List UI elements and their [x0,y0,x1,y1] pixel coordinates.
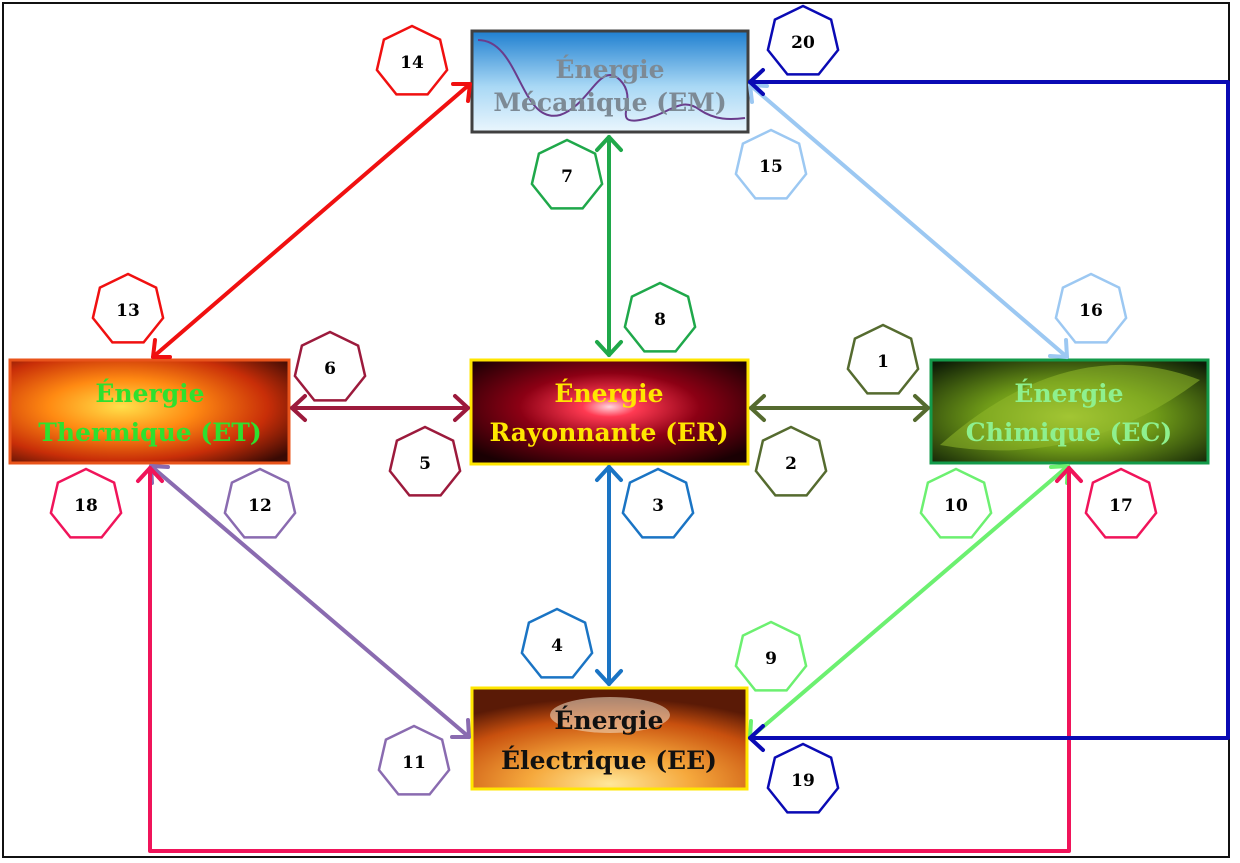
heptagon-number: 3 [652,496,664,516]
heptagon-label-10: 10 [919,467,993,539]
arrow-ec-ee [748,464,1070,740]
box-chemical-line2: Chimique (EC) [966,418,1172,447]
box-mechanical-line1: Énergie [555,55,664,84]
box-chemical: Énergie Chimique (EC) [929,358,1210,465]
heptagon-shape [734,128,808,200]
heptagon-shape [1054,272,1128,344]
heptagon-label-7: 7 [530,138,604,210]
heptagon-label-19: 19 [766,742,840,814]
mushroom-cloud-icon [550,697,670,733]
heptagon-number: 7 [561,167,573,187]
heptagon-label-5: 5 [388,425,462,497]
heptagon-shape [754,425,828,497]
heptagon-number: 4 [551,636,563,656]
heptagon-shape [375,24,449,96]
heptagon-number: 2 [785,454,797,474]
heptagon-label-8: 8 [623,281,697,353]
heptagon-number: 13 [116,301,140,321]
heptagon-number: 5 [419,454,431,474]
box-mechanical-line2: Mécanique (EM) [493,88,726,117]
box-thermal-line2: Thermique (ET) [38,418,261,447]
box-mechanical-background [470,29,750,134]
heptagon-shape [388,425,462,497]
heptagon-number: 15 [759,157,783,177]
heptagon-label-13: 13 [91,272,165,344]
heptagon-shape [734,620,808,692]
heptagon-number: 14 [400,53,424,73]
heptagon-shape [91,272,165,344]
heptagon-label-12: 12 [223,467,297,539]
heptagon-label-20: 20 [766,4,840,76]
box-electrical-line1: Énergie [554,706,663,735]
arrow-er-ec [749,394,930,422]
box-chemical-line1: Énergie [1014,379,1123,408]
heptagon-shape [1084,467,1158,539]
heptagon-label-9: 9 [734,620,808,692]
heptagon-number: 19 [791,771,815,791]
heptagon-shape [293,330,367,402]
heptagon-number: 1 [877,352,889,372]
arrow-ee-em [748,68,1230,752]
heptagon-number: 16 [1079,301,1103,321]
arrow-er-ee [595,465,623,686]
heptagon-number: 6 [324,359,336,379]
arrow-em-er [595,135,623,357]
box-thermal-line1: Énergie [95,379,204,408]
heptagon-shape [520,607,594,679]
heptagon-label-16: 16 [1054,272,1128,344]
heptagon-number: 20 [791,33,815,53]
heptagon-shape [377,724,451,796]
heptagon-label-3: 3 [621,467,695,539]
heptagon-label-15: 15 [734,128,808,200]
heptagon-label-4: 4 [520,607,594,679]
heptagon-shape [621,467,695,539]
heptagon-shape [846,323,920,395]
heptagon-shape [530,138,604,210]
box-thermal-background [8,358,291,465]
heptagon-label-6: 6 [293,330,367,402]
heptagon-shape [766,4,840,76]
box-radiant-line2: Rayonnante (ER) [489,418,728,447]
heptagon-number: 17 [1109,496,1133,516]
heptagon-number: 8 [654,310,666,330]
heptagon-label-14: 14 [375,24,449,96]
arrow-et-er [290,394,470,422]
box-radiant-line1: Énergie [554,379,663,408]
arrow-et-em [151,82,472,359]
box-thermal: Énergie Thermique (ET) [8,358,291,465]
box-electrical: Énergie Électrique (EE) [470,686,749,791]
arrow-em-ec [748,83,1069,359]
arrow-et-ee [149,464,471,739]
heptagon-label-18: 18 [49,467,123,539]
box-electrical-line2: Électrique (EE) [501,746,717,775]
heptagon-shape [919,467,993,539]
heptagon-shape [223,467,297,539]
arrow-ec-et [136,466,1083,853]
box-radiant-background [469,358,750,466]
heptagon-number: 11 [402,753,426,773]
heptagon-number: 18 [74,496,98,516]
heptagon-shape [766,742,840,814]
heptagon-number: 9 [765,649,777,669]
heptagon-number: 12 [248,496,272,516]
heptagon-label-17: 17 [1084,467,1158,539]
leaf-icon [940,364,1200,451]
heptagon-shape [49,467,123,539]
heptagon-shape [623,281,697,353]
heptagon-label-1: 1 [846,323,920,395]
heptagon-number: 10 [944,496,968,516]
box-radiant: Énergie Rayonnante (ER) [469,358,750,466]
heptagon-label-11: 11 [377,724,451,796]
heptagon-label-2: 2 [754,425,828,497]
box-mechanical: Énergie Mécanique (EM) [470,29,750,134]
roller-coaster-track-icon [477,39,746,122]
